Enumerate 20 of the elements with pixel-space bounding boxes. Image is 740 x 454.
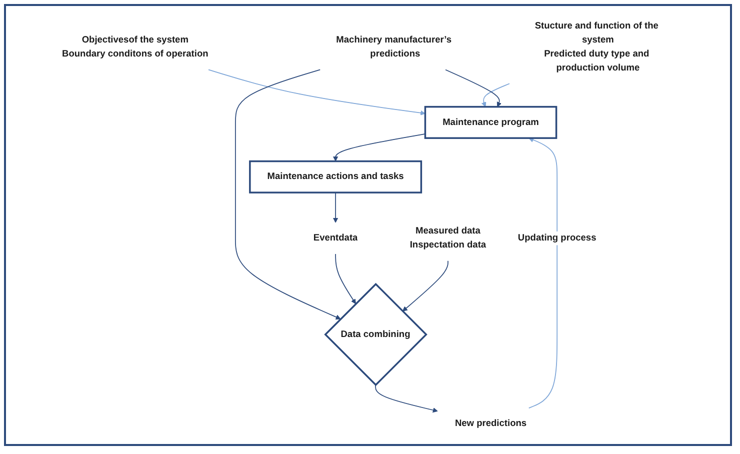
decision-diamond: Data combining (324, 282, 428, 386)
arrow (333, 192, 338, 223)
text-label: Stucture and function of the system Predicted duty type and production volume (535, 21, 659, 73)
text-label: Objectivesof the system Boundary conditons of operation (62, 34, 209, 59)
arrow (333, 134, 426, 162)
text-label: Eventdata (314, 233, 358, 243)
arrow (335, 254, 356, 304)
process-box: Maintenance actions and tasks (249, 160, 422, 194)
arrow (528, 137, 558, 408)
arrow (445, 69, 502, 108)
arrow (375, 384, 438, 413)
text-label: Machinery manufacturer’s predictions (336, 34, 452, 59)
arrow (402, 260, 449, 312)
text-label: Measured data Inspectation data (410, 226, 486, 250)
arrow (208, 69, 426, 116)
arrow (482, 83, 510, 108)
process-box: Maintenance program (424, 106, 558, 139)
edge-label: Updating process (518, 231, 597, 246)
text-label: New predictions (455, 418, 527, 428)
arrow (235, 69, 342, 320)
